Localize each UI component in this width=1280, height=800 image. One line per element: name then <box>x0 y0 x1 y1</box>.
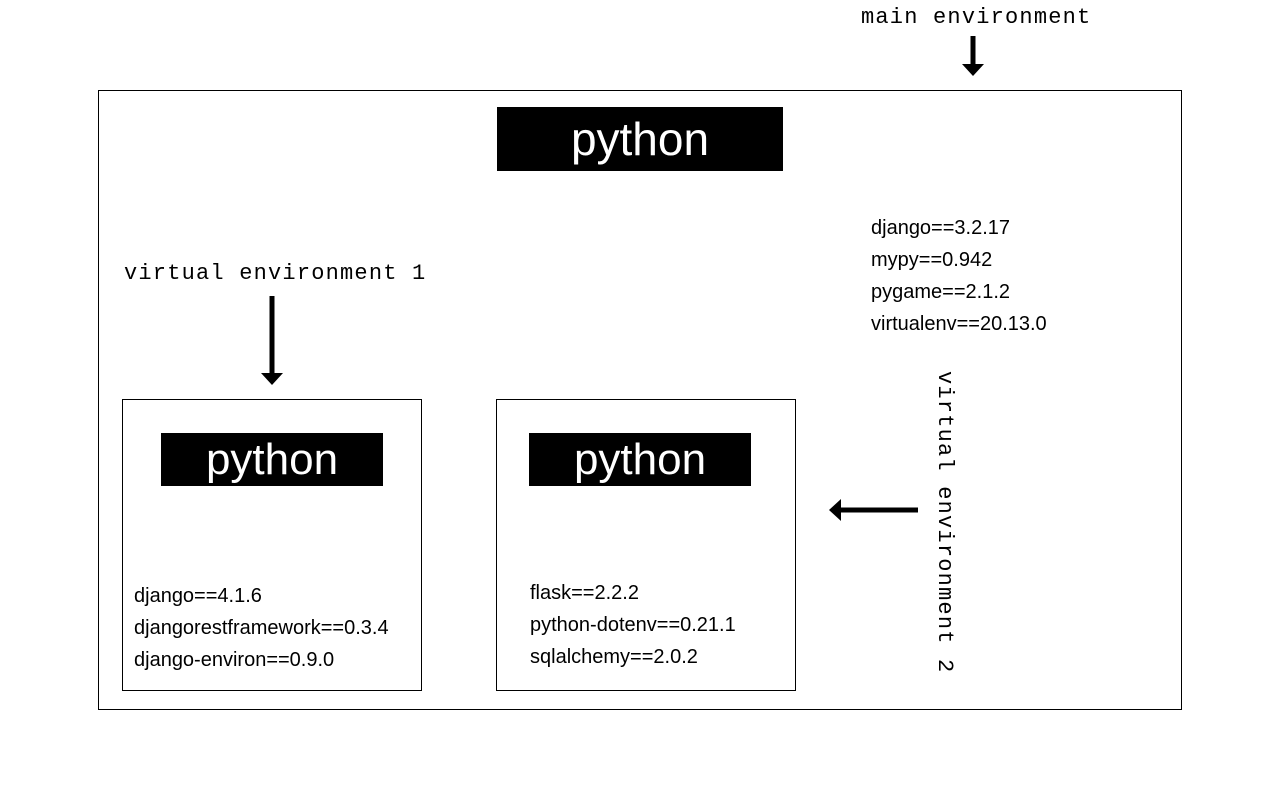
package-item: djangorestframework==0.3.4 <box>134 617 389 639</box>
package-item: mypy==0.942 <box>871 249 993 271</box>
package-item: virtualenv==20.13.0 <box>871 313 1047 335</box>
package-item: python-dotenv==0.21.1 <box>530 614 736 636</box>
venv1-python-badge: python <box>161 433 383 486</box>
package-item: django-environ==0.9.0 <box>134 649 335 671</box>
package-item: django==4.1.6 <box>134 585 262 607</box>
main-package-list: django==3.2.17 mypy==0.942 pygame==2.1.2… <box>871 212 1047 340</box>
package-item: pygame==2.1.2 <box>871 281 1010 303</box>
package-item: flask==2.2.2 <box>530 582 639 604</box>
main-python-badge: python <box>497 107 783 171</box>
venv2-package-list: flask==2.2.2 python-dotenv==0.21.1 sqlal… <box>530 577 736 673</box>
venv2-python-badge: python <box>529 433 751 486</box>
arrow-down-icon <box>261 296 283 385</box>
venv1-package-list: django==4.1.6 djangorestframework==0.3.4… <box>134 580 389 676</box>
virtual-environment-1-label: virtual environment 1 <box>124 261 427 286</box>
virtual-environment-2-label: virtual environment 2 <box>932 371 957 674</box>
package-item: django==3.2.17 <box>871 217 1011 239</box>
package-item: sqlalchemy==2.0.2 <box>530 646 698 668</box>
main-environment-label: main environment <box>861 5 1092 30</box>
arrow-down-icon <box>962 36 984 76</box>
arrow-left-icon <box>829 499 918 521</box>
